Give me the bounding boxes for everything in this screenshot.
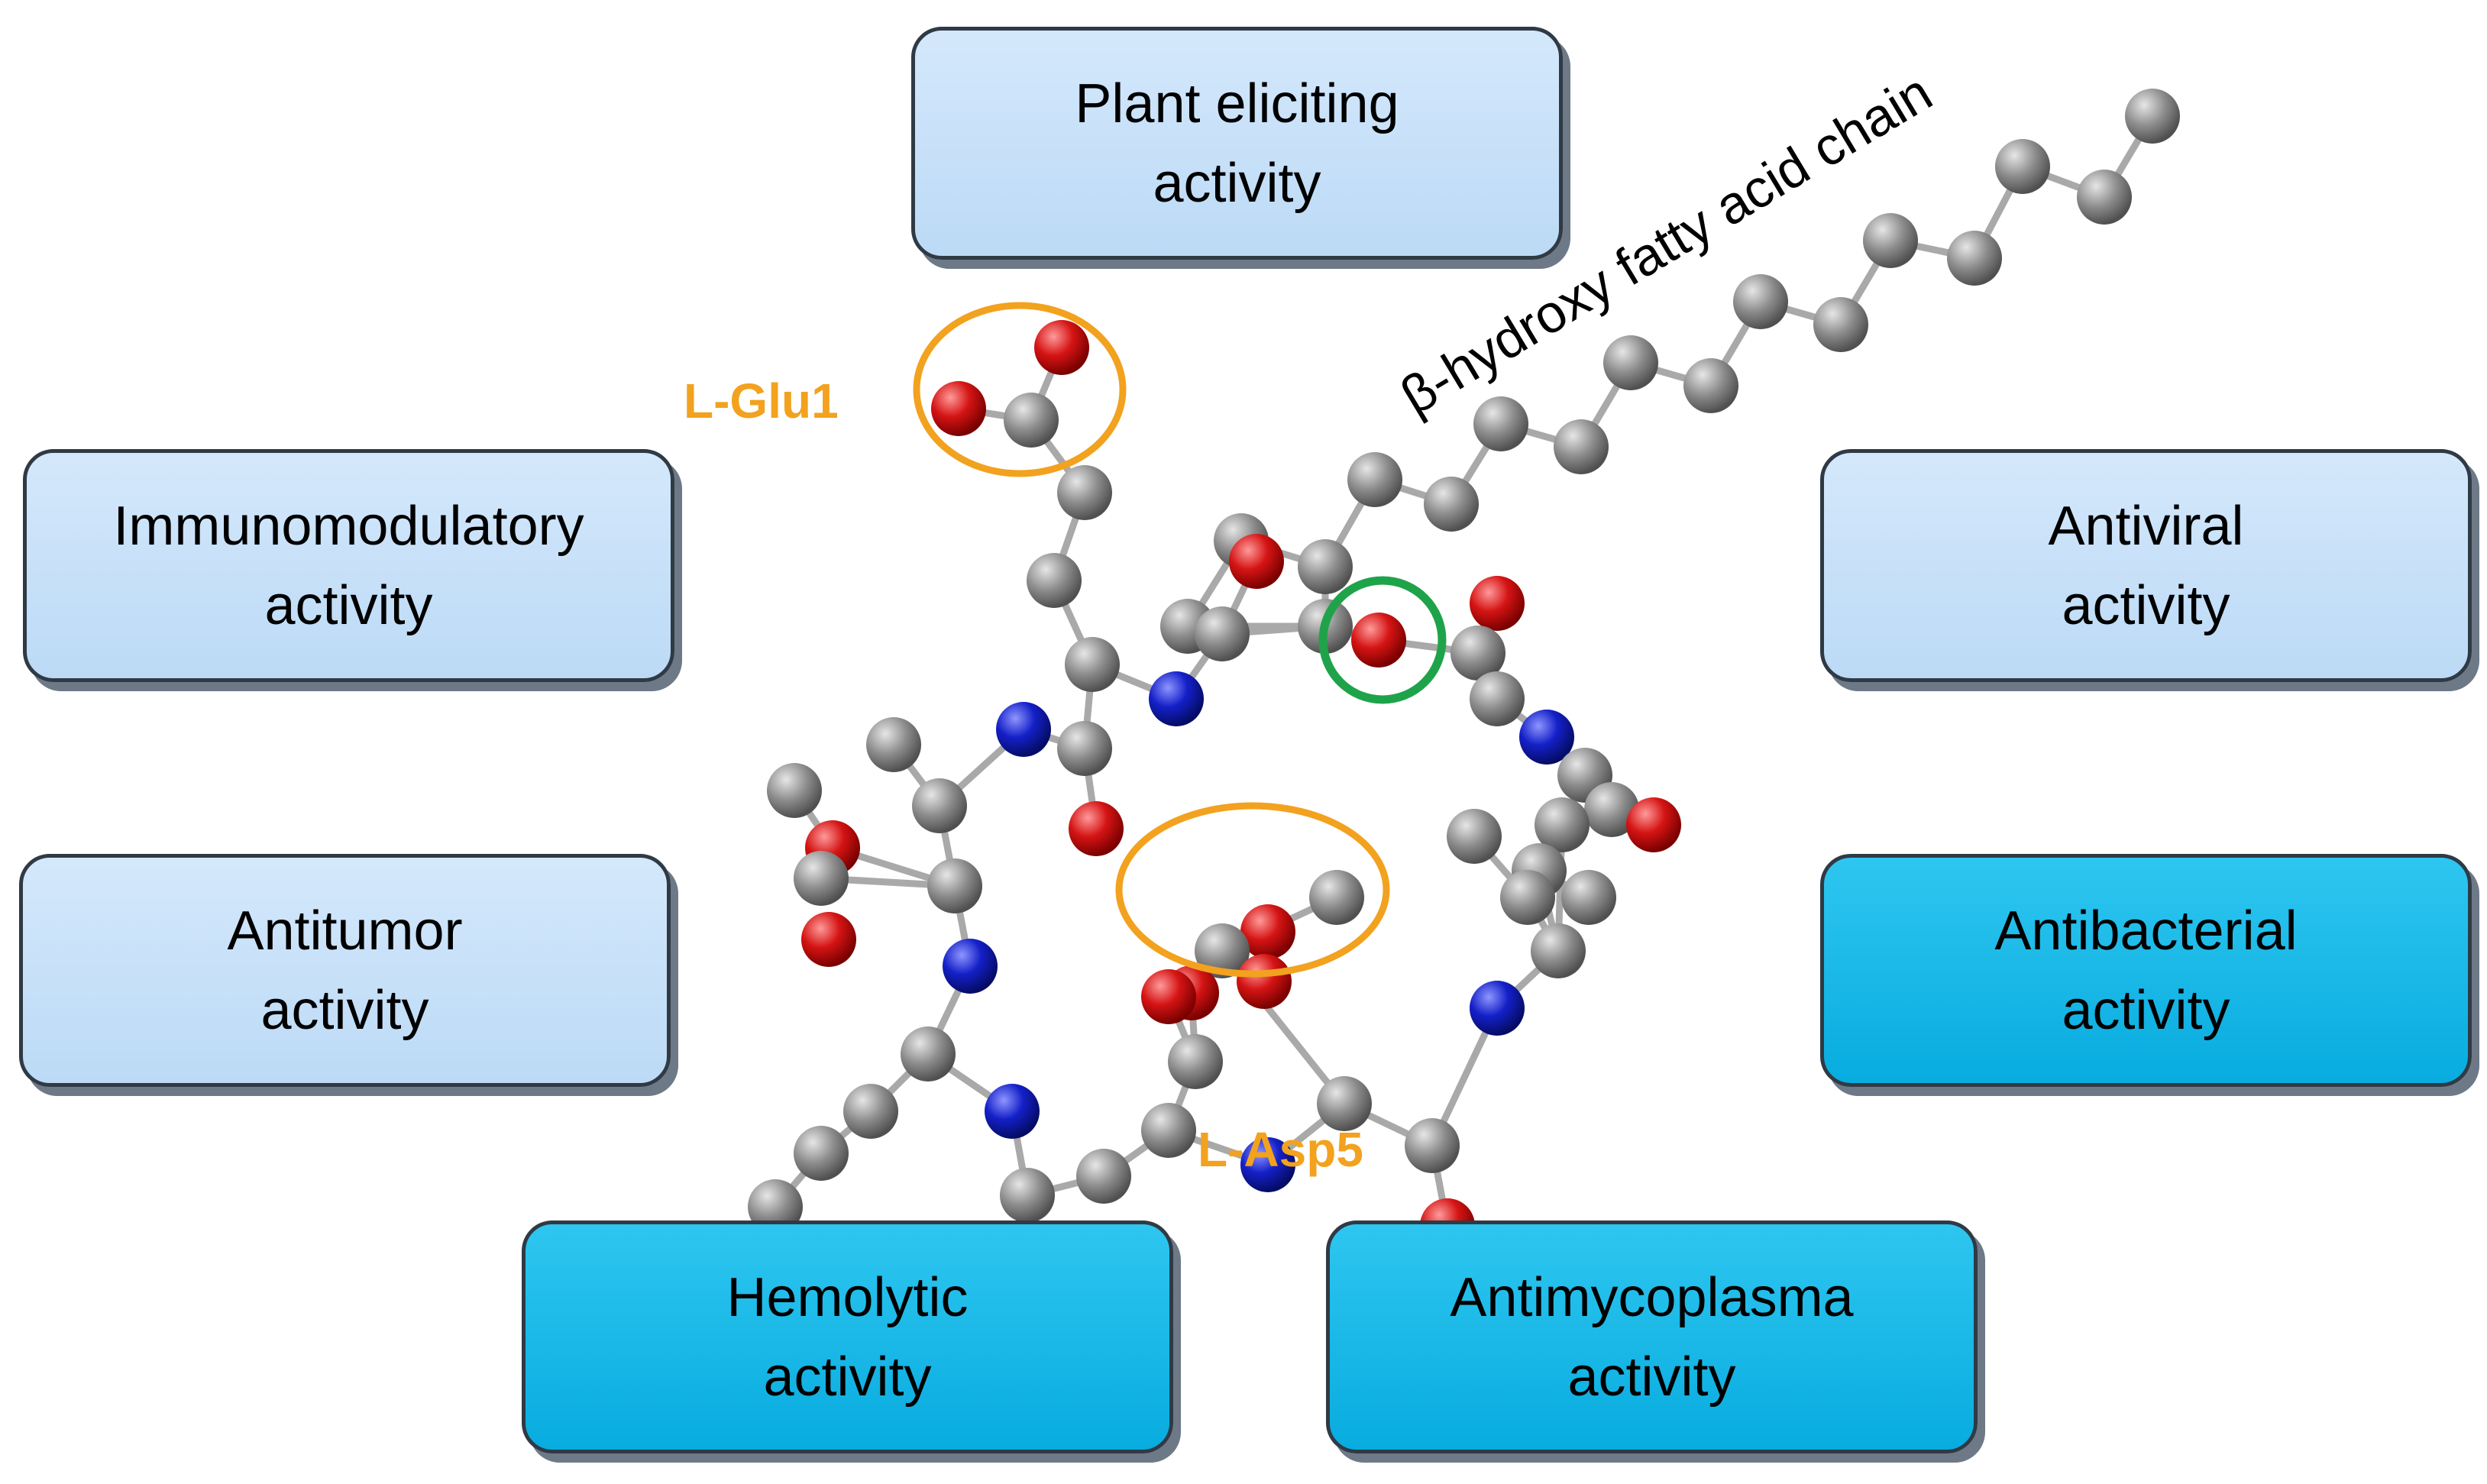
carbon-atom	[1076, 1149, 1131, 1204]
carbon-atom	[1057, 465, 1112, 520]
nitrogen-atom	[985, 1084, 1040, 1139]
oxygen-atom	[1470, 576, 1525, 631]
carbon-atom	[794, 1126, 849, 1181]
carbon-atom	[767, 763, 822, 818]
oxygen-atom	[1141, 969, 1196, 1024]
antimycoplasma-activity-box: Antimycoplasma activity	[1326, 1221, 1978, 1453]
carbon-atom	[1470, 671, 1525, 726]
nitrogen-atom	[1149, 671, 1204, 726]
carbon-atom	[1309, 870, 1364, 925]
carbon-atom	[912, 778, 967, 833]
carbon-atom	[794, 851, 849, 906]
carbon-atom	[1424, 477, 1479, 532]
carbon-atom	[2125, 89, 2180, 144]
carbon-atom	[1947, 231, 2002, 286]
carbon-atom	[1683, 358, 1738, 413]
box-line1: Immunomodulatory	[113, 495, 584, 557]
carbon-atom	[1298, 539, 1353, 594]
box-line2: activity	[1567, 1346, 1736, 1408]
oxygen-atom	[1069, 801, 1124, 856]
bonds	[771, 112, 2156, 1287]
carbon-atom	[2077, 170, 2132, 225]
carbon-atom	[843, 1084, 898, 1139]
nitrogen-atom	[996, 702, 1051, 757]
carbon-atom	[1065, 637, 1120, 692]
box-line2: activity	[264, 574, 433, 636]
carbon-atom	[1554, 419, 1609, 474]
carbon-atom	[901, 1027, 956, 1081]
box-line2: activity	[2062, 979, 2230, 1041]
immunomodulatory-activity-box: Immunomodulatory activity	[23, 449, 674, 682]
plant-eliciting-activity-box: Plant eliciting activity	[911, 27, 1563, 260]
carbon-atom	[1141, 1103, 1196, 1158]
carbon-atom	[1447, 809, 1502, 864]
box-line2: activity	[260, 979, 429, 1041]
oxygen-atom	[1034, 320, 1089, 375]
box-line1: Antitumor	[227, 900, 463, 962]
nitrogen-atom	[943, 939, 998, 994]
oxygen-atom	[1229, 534, 1284, 589]
box-line1: Plant eliciting	[1075, 73, 1399, 134]
oxygen-atom	[801, 912, 856, 967]
ester-oxygen-highlight-ring	[1318, 576, 1447, 704]
box-line1: Antiviral	[2048, 495, 2244, 557]
carbon-atom	[1531, 923, 1586, 978]
box-line2: activity	[763, 1346, 932, 1408]
carbon-atom	[1863, 213, 1918, 268]
carbon-atom	[927, 858, 982, 913]
carbon-atom	[1813, 297, 1868, 352]
carbon-atom	[1057, 721, 1112, 776]
carbon-atom	[866, 717, 921, 772]
hemolytic-activity-box: Hemolytic activity	[522, 1221, 1173, 1453]
antitumor-activity-box: Antitumor activity	[19, 854, 671, 1087]
l-asp5-label: L-Asp5	[1198, 1122, 1363, 1177]
carbon-atom	[1561, 870, 1616, 925]
oxygen-atom	[1240, 904, 1295, 959]
carbon-atom	[1168, 1034, 1223, 1089]
carbon-atom	[1004, 393, 1059, 448]
antiviral-activity-box: Antiviral activity	[1820, 449, 2472, 682]
carbon-atom	[1195, 606, 1250, 661]
nitrogen-atom	[1240, 1137, 1295, 1192]
nitrogen-atom	[1519, 710, 1574, 765]
carbon-atom	[1500, 870, 1555, 925]
l-glu1-label: L-Glu1	[684, 373, 839, 428]
oxygen-atom	[1626, 797, 1681, 852]
atoms	[748, 89, 2180, 1311]
oxygen-atom	[1351, 613, 1406, 668]
l-glu1-highlight-ring	[913, 302, 1127, 477]
box-line1: Hemolytic	[726, 1266, 969, 1328]
carbon-atom	[1733, 274, 1788, 329]
box-line1: Antimycoplasma	[1450, 1266, 1854, 1328]
carbon-atom	[1995, 139, 2050, 194]
box-line2: activity	[2062, 574, 2230, 636]
l-asp5-highlight-ring	[1115, 802, 1390, 978]
carbon-atom	[1584, 782, 1639, 837]
box-line1: Antibacterial	[1994, 900, 2298, 962]
carbon-atom	[1450, 626, 1505, 681]
carbon-atom	[1347, 452, 1402, 507]
carbon-atom	[1535, 797, 1590, 852]
nitrogen-atom	[1470, 981, 1525, 1036]
carbon-atom	[1405, 1118, 1460, 1173]
oxygen-atom	[931, 381, 986, 436]
carbon-atom	[1473, 396, 1528, 451]
carbon-atom	[1000, 1168, 1055, 1223]
carbon-atom	[1603, 335, 1658, 390]
antibacterial-activity-box: Antibacterial activity	[1820, 854, 2472, 1087]
oxygen-atom	[1237, 954, 1292, 1009]
carbon-atom	[1317, 1076, 1372, 1131]
box-line2: activity	[1153, 152, 1321, 214]
carbon-atom	[1027, 553, 1082, 608]
carbon-atom	[1195, 923, 1250, 978]
